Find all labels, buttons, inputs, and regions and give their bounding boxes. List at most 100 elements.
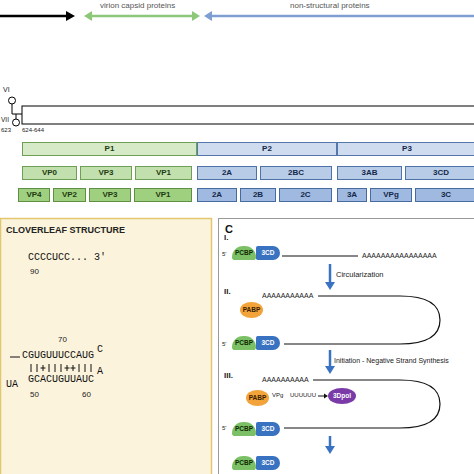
node-label: 3C <box>441 191 451 199</box>
drawing-stroke <box>79 364 80 372</box>
polyprotein-box: P1 <box>22 142 197 156</box>
protein-box: VP3 <box>89 188 131 202</box>
node-label: PABP <box>249 395 267 402</box>
node-label: 3CD <box>261 460 274 467</box>
drawing-stroke <box>16 114 17 119</box>
drawing-stroke <box>10 357 20 358</box>
protein-box: VP4 <box>18 188 50 202</box>
sequence-text: A <box>97 366 103 377</box>
drawing-stroke <box>329 436 332 446</box>
node-label: VP2 <box>62 191 77 199</box>
node-label: VP1 <box>156 169 171 177</box>
drawing-stroke <box>92 15 192 18</box>
protein-box: 2C <box>279 188 332 202</box>
node-label: 3CD <box>261 426 274 433</box>
node-label: CLOVERLEAF STRUCTURE <box>6 226 125 235</box>
drawing-stroke <box>85 364 86 372</box>
drawing-stroke <box>61 364 62 372</box>
node-label: 2A <box>212 191 222 199</box>
drawing-stroke <box>212 15 474 18</box>
node-label: PABP <box>243 307 261 314</box>
protein-blob: PCBP <box>232 456 256 470</box>
precursor-box: VP3 <box>80 166 132 180</box>
drawing-stroke <box>55 364 56 372</box>
node-label: 3CD <box>261 340 274 347</box>
drawing-stroke <box>31 364 32 372</box>
node-label: 3CD <box>261 250 274 257</box>
node-label: 2BC <box>288 169 304 177</box>
node-label: VPg <box>383 191 399 199</box>
annotation-label: non-structural proteins <box>290 2 370 11</box>
protein-blob: PCBP <box>232 336 256 350</box>
drawing-stroke <box>13 119 20 126</box>
annotation-label: 623 <box>1 127 11 134</box>
drawing-stroke <box>84 11 92 21</box>
drawing-stroke <box>325 446 335 454</box>
protein-box: VPg <box>370 188 412 202</box>
annotation-label: Initiation - Negative Strand Synthesis <box>334 357 449 365</box>
drawing-stroke <box>12 104 13 114</box>
protein-blob: 3CD <box>256 246 280 260</box>
protein-box: VP2 <box>53 188 86 202</box>
precursor-box: 3AB <box>337 166 402 180</box>
sequence-text: CGUGUUUCCAUG <box>22 350 94 361</box>
drawing-stroke <box>0 15 66 18</box>
annotation-label: AAAAAAAAAAA <box>262 292 313 300</box>
protein-blob: 3CD <box>256 336 280 350</box>
node-label: VP3 <box>102 191 117 199</box>
node-label: 2C <box>300 191 310 199</box>
annotation-label: VPg <box>272 392 283 399</box>
drawing-stroke <box>325 282 335 290</box>
annotation-label: 5' <box>222 341 226 348</box>
node-label: 2A <box>222 169 232 177</box>
drawing-stroke <box>284 296 440 344</box>
protein-box: 2A <box>197 188 237 202</box>
drawing-stroke <box>204 11 212 21</box>
precursor-box: VP1 <box>135 166 192 180</box>
sequence-text: CCCCUCC... 3' <box>28 252 106 263</box>
node-label: 3Dpol <box>333 393 351 400</box>
protein-blob: PABP <box>240 302 263 318</box>
drawing-stroke <box>37 364 38 372</box>
node-label: PCBP <box>235 250 253 257</box>
node-label: 3A <box>347 191 357 199</box>
protein-blob: PABP <box>246 390 269 406</box>
node-label: VP1 <box>155 191 170 199</box>
node-label: 3CD <box>433 169 449 177</box>
drawing-stroke <box>91 364 92 372</box>
annotation-label: VI <box>3 86 10 94</box>
node-label: P1 <box>105 145 115 153</box>
drawing-stroke <box>65 368 70 369</box>
polymerase-blob: 3Dpol <box>328 388 356 404</box>
node-label: PCBP <box>235 426 253 433</box>
annotation-label: 50 <box>30 391 39 400</box>
drawing-stroke <box>219 219 474 474</box>
protein-blob: PCBP <box>232 246 256 260</box>
node-label: PCBP <box>235 460 253 467</box>
drawing-stroke <box>329 264 332 282</box>
sequence-text: GCACUGUUAUC <box>28 374 94 385</box>
drawing-stroke <box>192 11 200 21</box>
annotation-label: UUUUUU <box>290 392 316 399</box>
drawing-stroke <box>282 255 358 256</box>
drawing-stroke <box>329 350 332 366</box>
drawing-stroke <box>1 219 212 474</box>
annotation-label: 60 <box>82 391 91 400</box>
node-label: VP0 <box>42 169 57 177</box>
protein-box: VP1 <box>134 188 192 202</box>
drawing-stroke <box>284 380 440 428</box>
precursor-box: 3CD <box>405 166 474 180</box>
drawing-stroke <box>12 114 22 115</box>
polyprotein-box: P2 <box>197 142 337 156</box>
drawing-stroke <box>71 368 76 369</box>
drawing-stroke <box>66 11 75 21</box>
node-label: 3AB <box>361 169 377 177</box>
annotation-label: II. <box>224 288 231 297</box>
node-label: P2 <box>262 145 272 153</box>
drawing-stroke <box>22 106 474 124</box>
protein-blob: PCBP <box>232 422 256 436</box>
annotation-label: virion capsid proteins <box>100 2 175 11</box>
node-label: VP3 <box>98 169 113 177</box>
